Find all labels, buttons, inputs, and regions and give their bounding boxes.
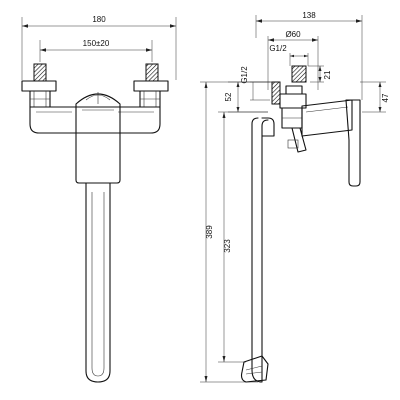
dimension-center-distance: 150±20: [39, 39, 153, 62]
dimension-47: 47: [360, 81, 390, 113]
dimension-label-g12-top: G1/2: [269, 44, 287, 53]
dimension-21: 21: [308, 65, 332, 83]
dimension-label-150: 150±20: [83, 39, 110, 48]
dimension-label-47: 47: [381, 93, 390, 102]
dimension-label-389: 389: [205, 225, 214, 239]
dimension-label-g12-side: G1/2: [240, 66, 249, 84]
dimension-thread-top: G1/2: [269, 44, 309, 66]
front-view: 180 150±20: [21, 15, 177, 383]
dimension-label-323: 323: [223, 239, 232, 253]
side-view: 138 Ø60 G1/2 21: [200, 11, 390, 383]
spout-front: [85, 182, 111, 383]
mixer-body: [29, 106, 161, 134]
right-eccentric-connector: [133, 63, 169, 108]
spout-side: [240, 117, 275, 383]
dimension-323: 323: [218, 111, 268, 363]
lever-handle-side: [345, 99, 361, 187]
dimension-overall-depth: 138: [255, 11, 363, 100]
lever-handle-front: [75, 92, 121, 184]
dimension-label-52: 52: [224, 92, 233, 101]
dimension-52: 52: [224, 81, 270, 113]
dimension-label-21: 21: [323, 70, 332, 79]
dimension-label-138: 138: [302, 11, 316, 20]
mixer-body-side: [301, 99, 353, 137]
dimension-thread-side: G1/2: [240, 66, 272, 101]
left-eccentric-connector: [21, 63, 57, 108]
diverter-knob: [291, 127, 307, 153]
dimension-389: 389: [200, 81, 272, 383]
dimension-diameter: Ø60: [267, 30, 319, 90]
dimension-overall-width: 180: [21, 15, 177, 80]
dimension-label-180: 180: [92, 15, 106, 24]
side-connector: [271, 65, 307, 129]
dimension-label-diameter: Ø60: [285, 30, 301, 39]
